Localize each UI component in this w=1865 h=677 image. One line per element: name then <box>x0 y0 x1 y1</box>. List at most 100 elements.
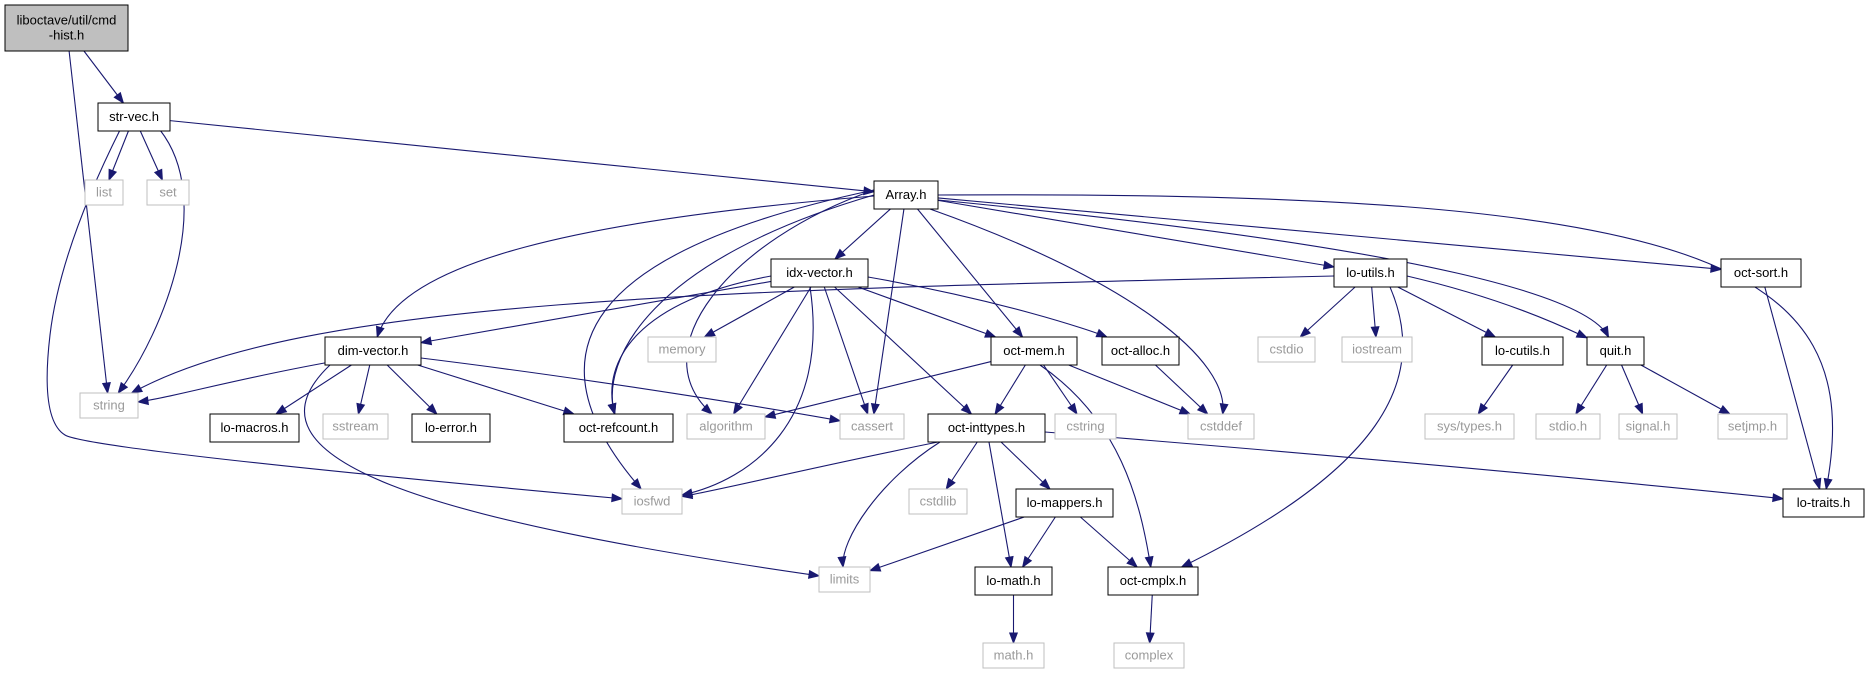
node-box <box>1113 642 1185 669</box>
node-cstdio[interactable]: cstdio <box>1257 336 1316 363</box>
node-lo-macros[interactable]: lo-macros.h <box>209 413 300 443</box>
edge-arrowhead <box>807 569 821 579</box>
node-memory[interactable]: memory <box>647 336 717 363</box>
node-iostream[interactable]: iostream <box>1341 336 1413 363</box>
edge-idx-vector-to-oct-alloc <box>867 276 1109 338</box>
node-oct-sort[interactable]: oct-sort.h <box>1720 258 1802 288</box>
edge-line <box>917 208 1023 338</box>
node-box <box>1424 413 1515 440</box>
node-label: math.h <box>994 648 1034 663</box>
node-cstddef[interactable]: cstddef <box>1187 413 1255 440</box>
node-label: Array.h <box>886 187 927 202</box>
edge-Array-to-algorithm <box>686 189 875 415</box>
node-label: set <box>159 185 177 200</box>
edge-arrowhead <box>1039 478 1051 490</box>
edge-arrowhead <box>113 91 125 105</box>
edge-arrowhead <box>611 493 624 503</box>
edge-line <box>1299 286 1356 338</box>
node-oct-alloc[interactable]: oct-alloc.h <box>1101 336 1180 366</box>
edge-arrowhead <box>1126 556 1139 568</box>
node-dim-vector[interactable]: dim-vector.h <box>324 336 422 366</box>
node-lo-mappers[interactable]: lo-mappers.h <box>1015 488 1114 518</box>
node-iosfwd[interactable]: iosfwd <box>621 488 683 515</box>
node-cstring[interactable]: cstring <box>1054 413 1117 440</box>
node-label: sys/types.h <box>1437 419 1502 434</box>
edge-oct-inttypes-to-cstdlib <box>945 441 978 491</box>
edge-idx-vector-to-oct-refcount <box>607 275 772 416</box>
edge-dim-vector-to-string <box>136 361 331 406</box>
edge-line <box>46 129 623 500</box>
edge-arrowhead <box>1812 477 1822 491</box>
node-lo-error[interactable]: lo-error.h <box>411 413 491 443</box>
node-box <box>1782 488 1865 518</box>
node-label: memory <box>659 342 706 357</box>
node-oct-mem[interactable]: oct-mem.h <box>990 336 1078 366</box>
node-cassert[interactable]: cassert <box>839 413 905 440</box>
node-lo-math[interactable]: lo-math.h <box>974 566 1053 596</box>
edge-idx-vector-to-memory <box>703 286 795 338</box>
node-label: lo-macros.h <box>221 420 289 435</box>
edge-arrowhead <box>763 410 777 419</box>
node-box <box>1535 413 1601 440</box>
node-label: limits <box>830 572 860 587</box>
node-oct-inttypes[interactable]: oct-inttypes.h <box>927 413 1046 443</box>
node-label: cstdio <box>1270 342 1304 357</box>
edge-arrowhead <box>1219 402 1229 416</box>
node-math[interactable]: math.h <box>982 642 1045 669</box>
edge-str-vec-to-string <box>117 129 185 395</box>
node-setjmp[interactable]: setjmp.h <box>1717 413 1788 440</box>
node-Array[interactable]: Array.h <box>873 180 939 210</box>
edge-str-vec-to-set <box>139 130 163 182</box>
node-lo-traits[interactable]: lo-traits.h <box>1782 488 1865 518</box>
node-algorithm[interactable]: algorithm <box>686 413 766 440</box>
edge-line <box>733 286 812 415</box>
edge-arrowhead <box>1144 555 1154 569</box>
node-cstdlib[interactable]: cstdlib <box>908 488 968 515</box>
edge-Array-to-oct-mem <box>917 208 1024 339</box>
node-box <box>621 488 683 515</box>
node-lo-utils[interactable]: lo-utils.h <box>1333 258 1408 288</box>
edge-idx-vector-to-oct-mem <box>857 286 997 338</box>
node-idx-vector[interactable]: idx-vector.h <box>770 258 869 288</box>
node-signal[interactable]: signal.h <box>1618 413 1678 440</box>
edge-arrowhead <box>136 396 149 406</box>
node-str-vec[interactable]: str-vec.h <box>97 102 171 132</box>
node-limits[interactable]: limits <box>818 566 871 593</box>
edge-line <box>1155 364 1209 415</box>
node-box <box>411 413 491 443</box>
edge-lo-cutils-to-sys-types <box>1477 364 1514 416</box>
node-box <box>84 179 124 206</box>
node-stdio[interactable]: stdio.h <box>1535 413 1601 440</box>
node-set[interactable]: set <box>146 179 190 206</box>
edge-line <box>764 361 992 418</box>
edge-lo-utils-to-string <box>130 275 1335 394</box>
node-box <box>982 642 1045 669</box>
node-box <box>97 102 171 132</box>
node-oct-refcount[interactable]: oct-refcount.h <box>563 413 674 443</box>
edge-Array-to-quit <box>937 199 1610 339</box>
edge-arrowhead <box>833 248 846 260</box>
node-list[interactable]: list <box>84 179 124 206</box>
node-lo-cutils[interactable]: lo-cutils.h <box>1481 336 1564 366</box>
edge-Array-to-lo-traits <box>937 194 1834 491</box>
edge-line <box>275 364 352 415</box>
node-complex[interactable]: complex <box>1113 642 1185 669</box>
edge-oct-alloc-to-cstddef <box>1155 364 1209 415</box>
edge-Array-to-idx-vector <box>833 208 891 260</box>
node-oct-cmplx[interactable]: oct-cmplx.h <box>1107 566 1199 596</box>
edge-oct-inttypes-to-iosfwd <box>680 441 939 500</box>
edge-line <box>303 364 820 577</box>
node-string[interactable]: string <box>79 392 139 419</box>
node-sstream[interactable]: sstream <box>322 413 389 440</box>
edge-line <box>420 357 841 422</box>
node-box <box>908 488 968 515</box>
edge-lo-utils-to-iostream <box>1370 286 1380 339</box>
edge-arrowhead <box>1634 402 1644 416</box>
edge-line <box>869 516 1025 572</box>
node-sys-types[interactable]: sys/types.h <box>1424 413 1515 440</box>
node-quit[interactable]: quit.h <box>1586 336 1645 366</box>
node-root[interactable]: liboctave/util/cmd-hist.h <box>4 4 129 52</box>
node-box <box>1257 336 1316 363</box>
node-box <box>1341 336 1413 363</box>
